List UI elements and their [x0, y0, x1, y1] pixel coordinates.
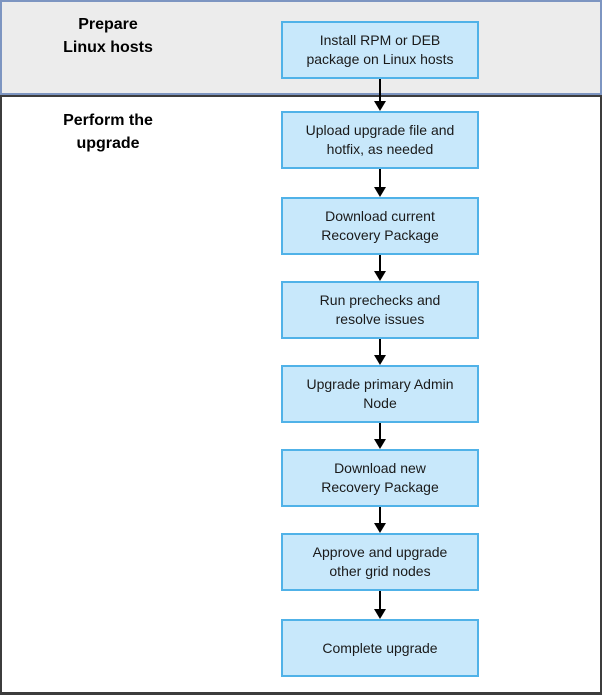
section-prepare-linux-hosts: Prepare Linux hosts	[0, 0, 602, 95]
prepare-section-title: Prepare Linux hosts	[63, 16, 153, 56]
arrow-down-icon	[374, 591, 386, 619]
flow-step-run-prechecks: Run prechecks and resolve issues	[281, 281, 479, 339]
arrow-shaft	[379, 507, 381, 525]
flow-step-install-package: Install RPM or DEB package on Linux host…	[281, 21, 479, 79]
arrow-down-icon	[374, 169, 386, 197]
arrow-shaft	[379, 169, 381, 189]
arrow-head	[374, 101, 386, 111]
flow-step-upload-upgrade-file-label: Upload upgrade file and hotfix, as neede…	[305, 122, 455, 157]
flow-step-complete-upgrade-label: Complete upgrade	[322, 639, 438, 656]
arrow-shaft	[379, 423, 381, 441]
flow-step-upgrade-primary-admin-node-label: Upgrade primary Admin Node	[306, 376, 454, 411]
flow-step-approve-upgrade-grid-nodes-label: Approve and upgrade other grid nodes	[312, 544, 448, 579]
flow-step-complete-upgrade: Complete upgrade	[281, 619, 479, 677]
arrow-down-icon	[374, 255, 386, 281]
arrow-shaft	[379, 79, 381, 103]
flow-step-download-new-recovery-package: Download new Recovery Package	[281, 449, 479, 507]
flow-step-upload-upgrade-file: Upload upgrade file and hotfix, as neede…	[281, 111, 479, 169]
arrow-head	[374, 187, 386, 197]
flow-step-download-current-recovery-package-label: Download current Recovery Package	[321, 208, 439, 243]
arrow-head	[374, 523, 386, 533]
flow-step-install-package-label: Install RPM or DEB package on Linux host…	[306, 32, 454, 67]
flow-step-download-current-recovery-package: Download current Recovery Package	[281, 197, 479, 255]
arrow-down-icon	[374, 507, 386, 533]
arrow-shaft	[379, 255, 381, 273]
arrow-head	[374, 609, 386, 619]
flow-step-run-prechecks-label: Run prechecks and resolve issues	[319, 292, 441, 327]
arrow-head	[374, 355, 386, 365]
flow-step-approve-upgrade-grid-nodes: Approve and upgrade other grid nodes	[281, 533, 479, 591]
arrow-down-icon	[374, 339, 386, 365]
arrow-shaft	[379, 339, 381, 357]
arrow-head	[374, 439, 386, 449]
upgrade-section-title: Perform the upgrade	[63, 112, 153, 152]
arrow-shaft	[379, 591, 381, 611]
arrow-down-icon	[374, 79, 386, 111]
arrow-down-icon	[374, 423, 386, 449]
flow-step-upgrade-primary-admin-node: Upgrade primary Admin Node	[281, 365, 479, 423]
flow-step-download-new-recovery-package-label: Download new Recovery Package	[321, 460, 439, 495]
arrow-head	[374, 271, 386, 281]
